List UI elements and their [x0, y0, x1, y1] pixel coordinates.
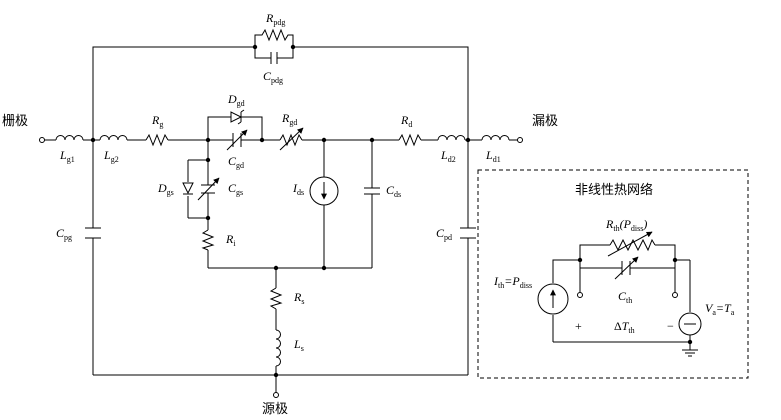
- cpdg-label: Cpdg: [263, 69, 283, 85]
- cds-capacitor: [364, 140, 380, 268]
- ld2-label: Ld2: [440, 148, 456, 164]
- cgd-variable-capacitor: [226, 129, 248, 151]
- thermal-network-box: [477, 169, 749, 379]
- dgd-cgd-wires: [207, 116, 263, 141]
- dgs-label: Dgs: [157, 181, 174, 197]
- dgs-diode: [182, 182, 194, 195]
- drain-label: 漏极: [532, 113, 558, 129]
- rg-label: Rg: [151, 113, 163, 129]
- cgs-variable-capacitor: [197, 177, 220, 201]
- rd-label: Rd: [400, 113, 412, 129]
- ri-label: Ri: [225, 232, 236, 248]
- ids-label: Ids: [292, 181, 304, 197]
- thermal-wires: [552, 244, 691, 350]
- rgd-label: Rgd: [281, 111, 297, 127]
- va-voltage-source: [678, 312, 702, 336]
- ith-current-source: [537, 283, 569, 315]
- ls-label: Ls: [293, 337, 304, 353]
- cpg-label: Cpg: [56, 226, 72, 242]
- ri-resistor: [201, 229, 215, 251]
- lg2-label: Lg2: [103, 148, 119, 164]
- va-label: Va=Ta: [705, 301, 735, 317]
- thermal-network-title: 非线性热网络: [575, 182, 653, 198]
- rpdg-label: Rpdg: [265, 11, 285, 27]
- lg1-inductor: [55, 135, 84, 141]
- cpd-capacitor: [460, 227, 476, 239]
- rs-label: Rs: [293, 290, 304, 306]
- ld1-label: Ld1: [485, 148, 501, 164]
- rg-resistor: [145, 133, 169, 147]
- ld2-inductor: [437, 135, 466, 141]
- cgs-label: Cgs: [228, 181, 243, 197]
- rgd-variable-resistor: [279, 127, 304, 151]
- gate-terminal: [39, 137, 45, 143]
- thermal-minus-terminal: [672, 292, 678, 298]
- rs-resistor: [269, 268, 283, 330]
- cpdg-capacitor: [254, 47, 294, 64]
- rd-resistor: [398, 133, 422, 147]
- dgd-label: Dgd: [227, 92, 245, 108]
- rpdg-resistor: [254, 28, 294, 47]
- dgd-diode: [230, 109, 245, 125]
- thermal-plus-terminal: [577, 292, 583, 298]
- cds-label: Cds: [386, 183, 401, 199]
- cgd-label: Cgd: [228, 154, 244, 170]
- cpg-capacitor: [85, 227, 101, 239]
- rth-variable-resistor: [607, 231, 656, 257]
- ids-current-source: [309, 140, 339, 268]
- thermal-plus-label: +: [575, 319, 582, 333]
- gate-label: 栅极: [2, 114, 28, 129]
- ground-icon: [682, 349, 698, 357]
- lg1-label: Lg1: [59, 148, 75, 164]
- ith-label: Ith=Pdiss: [493, 274, 532, 290]
- lg2-inductor: [99, 135, 128, 141]
- cth-label: Cth: [618, 289, 632, 305]
- ls-inductor: [275, 329, 281, 393]
- cth-variable-capacitor: [614, 256, 639, 280]
- source-terminal: [273, 392, 279, 398]
- cpd-label: Cpd: [436, 226, 452, 242]
- delta-t-label: ΔTth: [614, 319, 635, 335]
- drain-terminal: [517, 137, 523, 143]
- thermal-minus-label: −: [667, 319, 674, 333]
- ld1-inductor: [481, 135, 510, 141]
- outer-frame-wires: [92, 46, 469, 376]
- rth-label: Rth(Pdiss): [605, 217, 647, 233]
- source-label: 源极: [262, 402, 288, 417]
